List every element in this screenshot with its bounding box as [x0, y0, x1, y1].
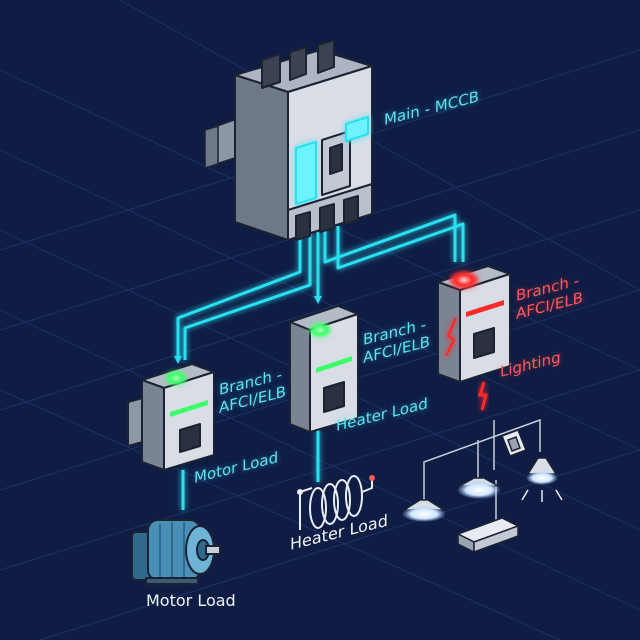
main-toggle-icon: [329, 143, 343, 175]
fault-spark-icon: [444, 317, 458, 357]
main-display-panel: [295, 141, 317, 205]
wire-to-motor-branch-2: [183, 232, 312, 360]
wire-to-motor-branch: [176, 232, 302, 360]
wire-to-lighting-branch-2: [323, 213, 457, 264]
status-led-fault: [448, 270, 480, 290]
arrow-icon: [174, 356, 182, 364]
heater-coil-icon: [297, 475, 375, 530]
pendant-lamp-icon: [401, 499, 447, 522]
led-panel-icon: [456, 517, 520, 554]
pendant-lamp-icon: [521, 457, 563, 502]
motor-load-caption: Motor Load: [146, 591, 236, 610]
main-mccb: [234, 39, 373, 241]
status-led-ok: [164, 370, 188, 386]
fault-bolt-icon: [477, 381, 488, 411]
switch-icon: [501, 429, 527, 457]
pendant-lamp-icon: [457, 477, 501, 499]
wiring: [176, 213, 465, 510]
branch-breaker-lighting: [437, 265, 511, 383]
motor-icon: [131, 519, 221, 585]
arrow-icon: [314, 296, 322, 304]
branch-breaker-heater: [289, 305, 359, 433]
branch-breaker-motor: [127, 363, 215, 471]
lighting-loads: [423, 418, 541, 524]
status-led-ok: [308, 322, 332, 338]
wire-to-lighting-branch: [336, 222, 465, 270]
